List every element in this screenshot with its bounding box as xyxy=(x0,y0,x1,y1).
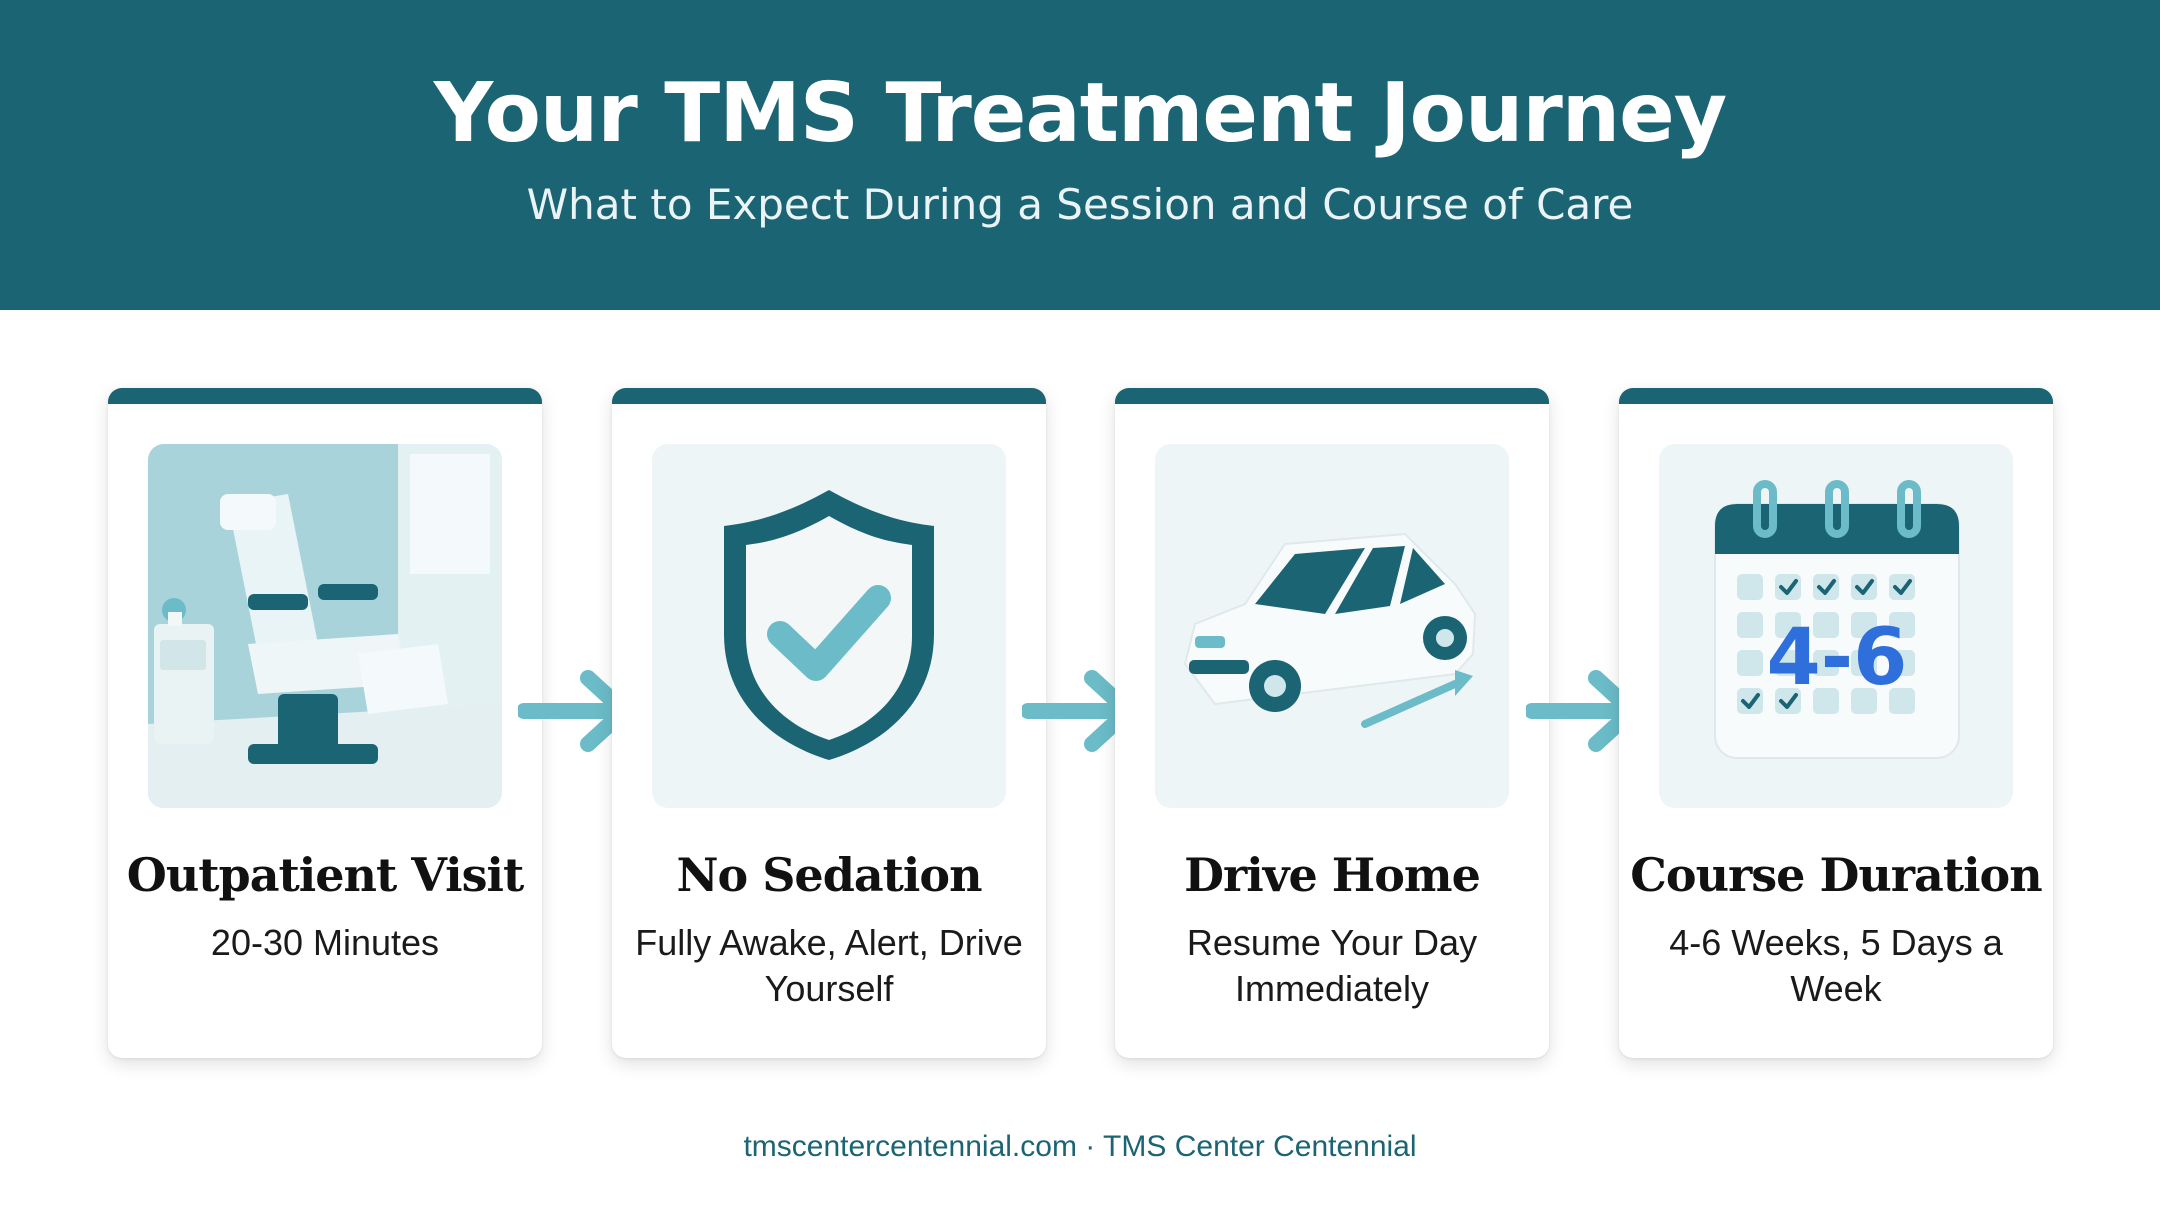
step-description: Fully Awake, Alert, Drive Yourself xyxy=(635,922,1023,1009)
shield-check-icon xyxy=(652,444,1006,808)
header-banner: Your TMS Treatment Journey What to Expec… xyxy=(0,0,2160,310)
step-card-course-duration: 4-6 Course Duration 4-6 Weeks, 5 Days a … xyxy=(1619,388,2053,1058)
page-subtitle: What to Expect During a Session and Cour… xyxy=(526,180,1634,229)
step-description: Resume Your Day Immediately xyxy=(1186,922,1478,1009)
footer-credit: tmscentercentennial.com · TMS Center Cen… xyxy=(743,1130,1417,1163)
step-description: 4-6 Weeks, 5 Days a Week xyxy=(1669,922,2003,1009)
treatment-chair-icon xyxy=(148,444,502,808)
step-title: Course Duration xyxy=(1630,848,2042,902)
calendar-label: 4-6 xyxy=(1767,613,1908,703)
calendar-icon: 4-6 xyxy=(1659,444,2013,808)
step-title: Outpatient Visit xyxy=(126,848,524,902)
step-description: 20-30 Minutes xyxy=(210,922,440,963)
card-accent-bar xyxy=(1619,388,2053,404)
card-accent-bar xyxy=(1115,388,1549,404)
page-title: Your TMS Treatment Journey xyxy=(433,66,1728,161)
step-title: Drive Home xyxy=(1184,848,1481,902)
step-title: No Sedation xyxy=(676,848,982,902)
car-icon xyxy=(1155,444,1509,808)
step-card-drive-home: Drive Home Resume Your Day Immediately xyxy=(1115,388,1549,1058)
card-accent-bar xyxy=(108,388,542,404)
card-accent-bar xyxy=(612,388,1046,404)
step-card-outpatient: Outpatient Visit 20-30 Minutes xyxy=(108,388,542,1058)
step-card-no-sedation: No Sedation Fully Awake, Alert, Drive Yo… xyxy=(612,388,1046,1058)
